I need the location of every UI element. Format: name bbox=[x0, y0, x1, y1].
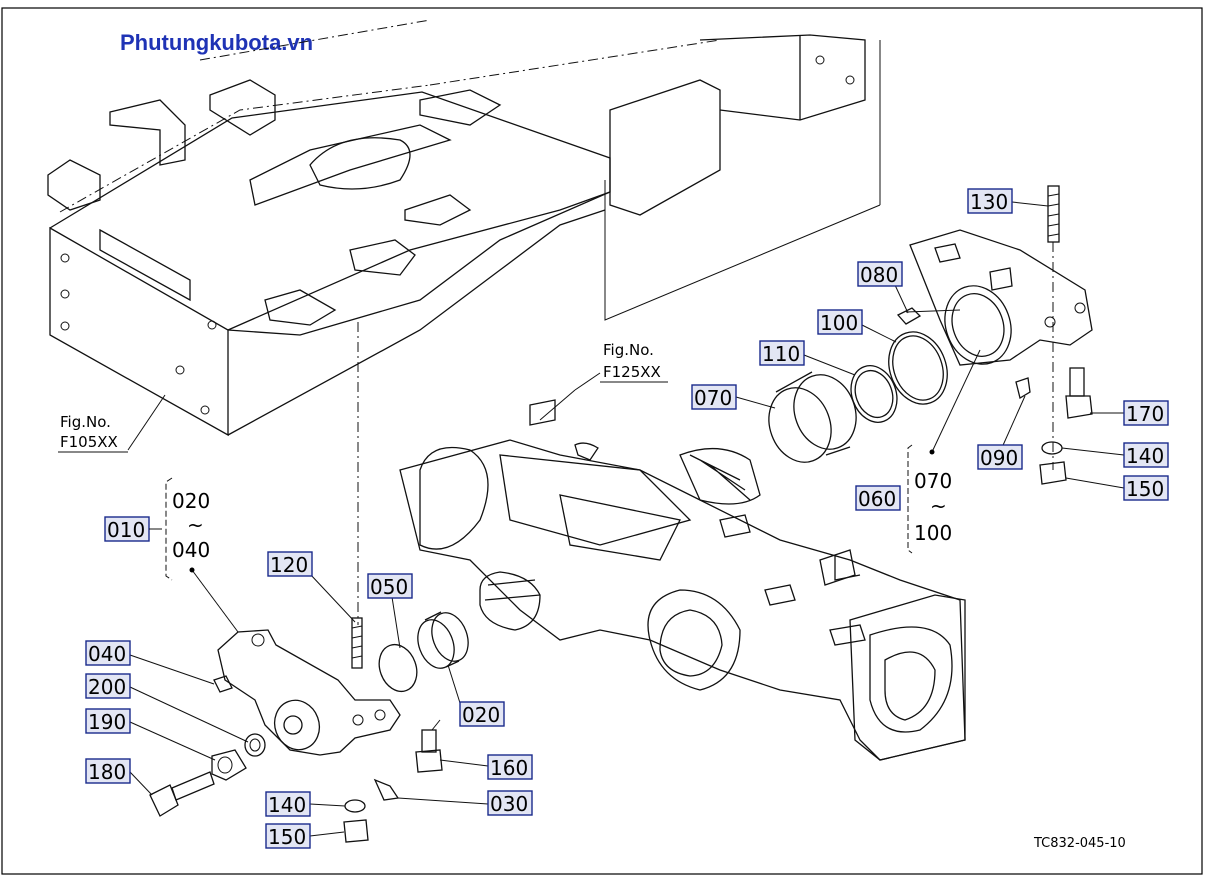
svg-text:110: 110 bbox=[762, 342, 800, 366]
svg-text:170: 170 bbox=[1126, 402, 1164, 426]
callout-110: 110 bbox=[759, 340, 805, 366]
nut-150-right-drawing bbox=[1039, 461, 1067, 485]
washer-200-drawing bbox=[244, 733, 266, 757]
svg-text:~: ~ bbox=[187, 513, 204, 537]
svg-text:020: 020 bbox=[462, 703, 500, 727]
svg-text:Fig.No.: Fig.No. bbox=[603, 341, 654, 359]
svg-text:040: 040 bbox=[172, 538, 210, 562]
leader-lines bbox=[127, 201, 1125, 837]
callout-170: 170 bbox=[1123, 400, 1169, 426]
svg-text:020: 020 bbox=[172, 489, 210, 513]
callout-150-left: 150 bbox=[265, 823, 311, 849]
fitting-090-drawing bbox=[1015, 377, 1031, 400]
washer-140-left-drawing bbox=[344, 799, 366, 813]
fitting-040-drawing bbox=[213, 675, 233, 693]
svg-text:150: 150 bbox=[268, 825, 306, 849]
nut-150-left-drawing bbox=[343, 819, 369, 843]
callout-070: 070 bbox=[691, 384, 737, 410]
callout-140-left: 140 bbox=[265, 791, 311, 817]
callout-140-right: 140 bbox=[1123, 442, 1169, 468]
callout-080: 080 bbox=[857, 261, 903, 287]
svg-text:080: 080 bbox=[860, 263, 898, 287]
callout-150-right: 150 bbox=[1123, 475, 1169, 501]
callout-050: 050 bbox=[367, 573, 413, 599]
svg-text:F105XX: F105XX bbox=[60, 433, 118, 451]
svg-text:100: 100 bbox=[914, 521, 952, 545]
callout-090: 090 bbox=[977, 444, 1023, 470]
nut-190-drawing bbox=[211, 749, 247, 781]
svg-text:150: 150 bbox=[1126, 477, 1164, 501]
svg-text:060: 060 bbox=[858, 487, 896, 511]
svg-text:~: ~ bbox=[930, 494, 947, 518]
bushing-070-drawing bbox=[768, 371, 857, 463]
washer-140-right-drawing bbox=[1041, 441, 1063, 455]
svg-text:160: 160 bbox=[490, 756, 528, 780]
diagram-code: TC832-045-10 bbox=[1033, 836, 1126, 851]
watermark-text: Phutungkubota.vn bbox=[120, 30, 313, 55]
seal-050-drawing bbox=[378, 643, 418, 693]
svg-text:070: 070 bbox=[914, 469, 952, 493]
callout-120: 120 bbox=[267, 551, 313, 577]
svg-text:140: 140 bbox=[1126, 444, 1164, 468]
range-020-040: 020 ~ 040 bbox=[165, 477, 210, 581]
range-070-100: 070 ~ 100 bbox=[907, 444, 952, 554]
svg-text:140: 140 bbox=[268, 793, 306, 817]
callout-100: 100 bbox=[817, 309, 863, 335]
stud-120-drawing bbox=[351, 617, 363, 669]
svg-text:Fig.No.: Fig.No. bbox=[60, 413, 111, 431]
svg-text:100: 100 bbox=[820, 311, 858, 335]
svg-text:130: 130 bbox=[970, 190, 1008, 214]
bracket-060-drawing bbox=[909, 229, 1093, 366]
svg-text:070: 070 bbox=[694, 386, 732, 410]
frame-border bbox=[1, 7, 1203, 875]
callout-040: 040 bbox=[85, 640, 131, 666]
svg-text:180: 180 bbox=[88, 760, 126, 784]
svg-text:200: 200 bbox=[88, 675, 126, 699]
seal-100-drawing bbox=[888, 331, 948, 405]
callout-020: 020 bbox=[459, 701, 505, 727]
callout-130: 130 bbox=[967, 188, 1013, 214]
figure-ref-f105xx: Fig.No. F105XX bbox=[58, 413, 128, 453]
svg-text:120: 120 bbox=[270, 553, 308, 577]
svg-text:090: 090 bbox=[980, 446, 1018, 470]
bolt-160-drawing bbox=[415, 729, 443, 773]
callout-200: 200 bbox=[85, 673, 131, 699]
fitting-030-drawing bbox=[373, 778, 400, 801]
svg-text:190: 190 bbox=[88, 710, 126, 734]
bolt-180-drawing bbox=[149, 771, 215, 817]
svg-text:050: 050 bbox=[370, 575, 408, 599]
bushing-020-drawing bbox=[417, 611, 469, 669]
callout-190: 190 bbox=[85, 708, 131, 734]
callout-060: 060 bbox=[855, 485, 901, 511]
callout-030: 030 bbox=[487, 790, 533, 816]
svg-text:030: 030 bbox=[490, 792, 528, 816]
fitting-080-drawing bbox=[896, 307, 922, 325]
ring-110-drawing bbox=[850, 365, 898, 423]
callout-160: 160 bbox=[487, 754, 533, 780]
svg-text:040: 040 bbox=[88, 642, 126, 666]
bolt-170-drawing bbox=[1065, 367, 1093, 419]
steering-arm-010-drawing bbox=[217, 629, 401, 756]
svg-text:F125XX: F125XX bbox=[603, 363, 661, 381]
figure-ref-f125xx: Fig.No. F125XX bbox=[600, 341, 668, 383]
svg-text:010: 010 bbox=[107, 518, 145, 542]
stud-130-drawing bbox=[1047, 185, 1060, 470]
frame-assembly-drawing bbox=[47, 19, 881, 625]
callout-180: 180 bbox=[85, 758, 131, 784]
callout-010: 010 bbox=[104, 516, 162, 542]
front-axle-housing-drawing bbox=[399, 399, 966, 761]
